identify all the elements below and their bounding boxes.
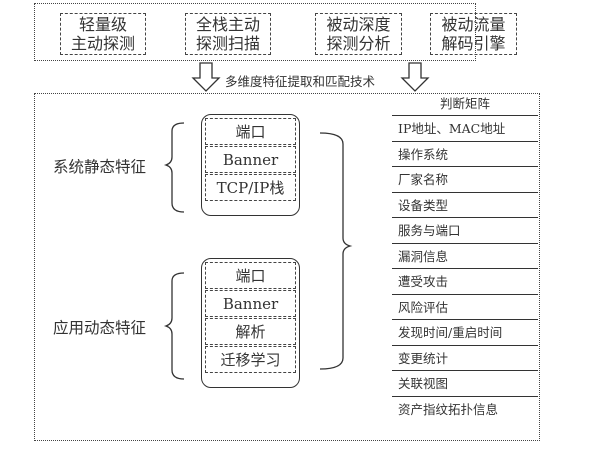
source-label-line1: 被动深度 [326, 15, 391, 34]
source-label-line2: 探测分析 [326, 34, 391, 53]
matrix-row: 风险评估 [392, 293, 538, 320]
brace-dynamic-icon [163, 272, 185, 380]
source-box-passive-traffic: 被动流量 解码引擎 [430, 13, 517, 55]
source-label-line2: 主动探测 [70, 34, 135, 53]
detection-sources-container [34, 3, 476, 61]
source-box-passive-deep: 被动深度 探测分析 [315, 13, 402, 55]
matrix-row: 遭受攻击 [392, 268, 538, 294]
matrix-row: 设备类型 [392, 191, 538, 218]
matrix-row: 关联视图 [392, 370, 538, 396]
matrix-row: 变更统计 [392, 344, 538, 371]
source-box-fullstack-active: 全栈主动 探测扫描 [185, 13, 271, 55]
source-label-line1: 被动流量 [441, 15, 506, 34]
source-label-line2: 解码引擎 [441, 34, 506, 53]
feature-item: TCP/IP栈 [205, 174, 296, 201]
brace-merge-icon [319, 132, 353, 370]
feature-item: Banner [205, 146, 296, 173]
matrix-row: 漏洞信息 [392, 242, 538, 269]
down-arrow-left-icon [191, 62, 221, 92]
feature-item: 迁移学习 [205, 346, 296, 373]
group-label-dynamic: 应用动态特征 [53, 319, 147, 337]
feature-item: 端口 [205, 118, 296, 145]
source-label-line2: 探测扫描 [195, 34, 260, 53]
matrix-title: 判断矩阵 [439, 96, 490, 111]
source-box-lightweight-active: 轻量级 主动探测 [60, 13, 146, 55]
judgment-matrix: 判断矩阵 IP地址、MAC地址 操作系统 厂家名称 设备类型 服务与端口 漏洞信… [392, 93, 538, 421]
feature-item: Banner [205, 290, 296, 317]
source-label-line1: 轻量级 [78, 15, 127, 34]
matrix-row: 发现时间/重启时间 [392, 319, 538, 345]
group-label-static: 系统静态特征 [53, 158, 147, 176]
dynamic-features-box: 端口 Banner 解析 迁移学习 [201, 258, 300, 388]
down-arrow-right-icon [400, 62, 430, 92]
analysis-container [34, 93, 540, 441]
feature-item: 解析 [205, 318, 296, 345]
source-label-line1: 全栈主动 [195, 15, 260, 34]
static-features-box: 端口 Banner TCP/IP栈 [201, 114, 300, 216]
matrix-row: 资产指纹拓扑信息 [392, 395, 538, 422]
matrix-row: 厂家名称 [392, 166, 538, 192]
matrix-row: 操作系统 [392, 140, 538, 167]
feature-item: 端口 [205, 262, 296, 289]
matrix-row: 服务与端口 [392, 217, 538, 243]
brace-static-icon [163, 122, 185, 213]
extraction-technique-caption: 多维度特征提取和匹配技术 [225, 74, 376, 89]
matrix-row: IP地址、MAC地址 [392, 115, 538, 141]
